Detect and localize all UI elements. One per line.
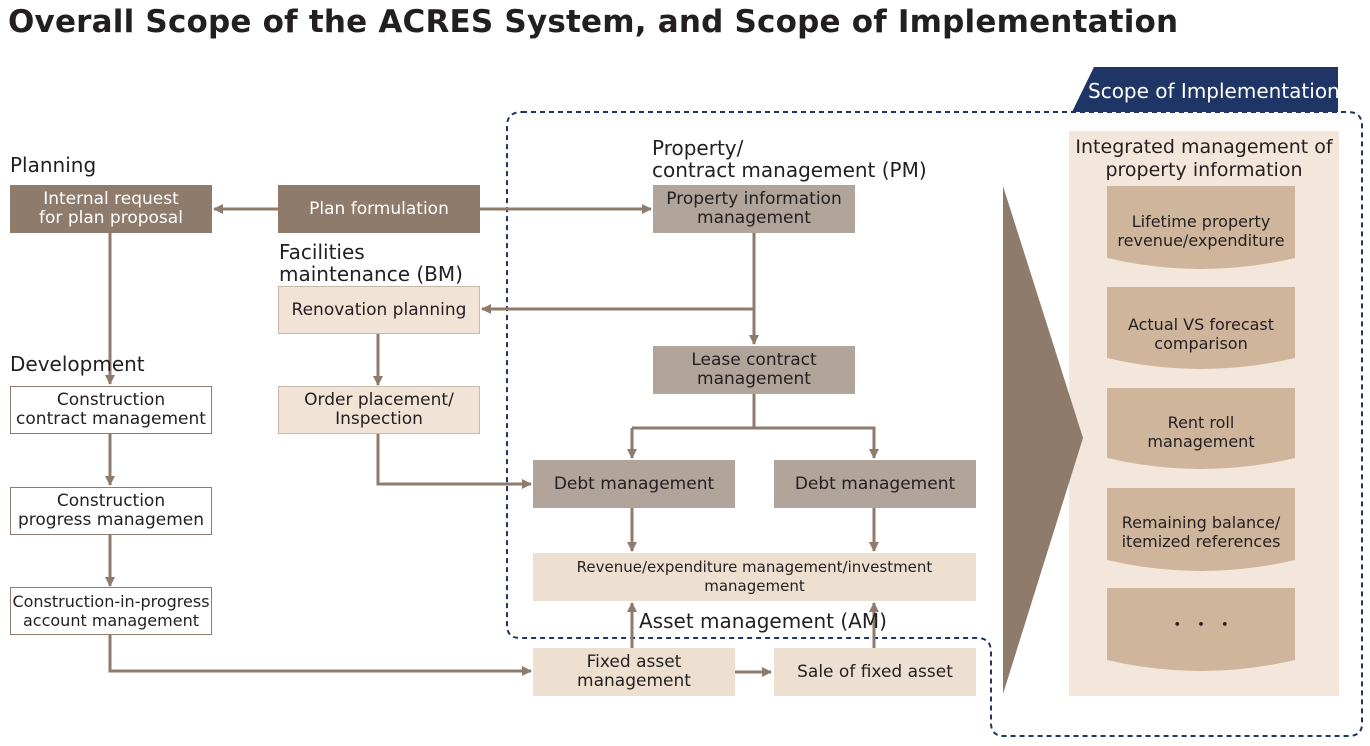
cylinder-1 bbox=[1107, 186, 1295, 269]
big-arrow-shape bbox=[1003, 186, 1083, 694]
arrow-lease-to-debt-right bbox=[754, 426, 879, 459]
box-fixed-asset: Fixed asset management bbox=[533, 648, 735, 696]
arrow-cip-to-fixed bbox=[108, 635, 532, 676]
box-debt-management-right: Debt management bbox=[774, 460, 976, 508]
cylinder-group bbox=[1107, 186, 1295, 671]
arrow-lease-split bbox=[632, 394, 756, 430]
section-am: Asset management (AM) bbox=[639, 609, 887, 633]
box-cip-account: Construction-in-progress account managem… bbox=[10, 587, 212, 635]
section-pm: Property/ contract management (PM) bbox=[652, 136, 927, 182]
cylinder-2 bbox=[1107, 287, 1295, 369]
cylinder-label-5: ・ ・ ・ bbox=[1168, 615, 1234, 636]
box-property-info: Property information management bbox=[653, 185, 855, 233]
box-order-placement: Order placement/ Inspection bbox=[278, 386, 480, 434]
cylinder-4 bbox=[1107, 488, 1295, 571]
box-debt-management-left: Debt management bbox=[533, 460, 735, 508]
section-development: Development bbox=[10, 352, 145, 376]
connector-group bbox=[105, 204, 879, 677]
scope-tab-shape bbox=[1072, 67, 1338, 112]
box-lease-contract: Lease contract management bbox=[653, 346, 855, 394]
box-revenue-management: Revenue/expenditure management/investmen… bbox=[533, 553, 976, 601]
section-planning: Planning bbox=[10, 153, 97, 177]
cylinder-5 bbox=[1107, 588, 1295, 671]
section-bm: Facilities maintenance (BM) bbox=[279, 240, 463, 286]
integrated-title: Integrated management of property inform… bbox=[1075, 136, 1333, 181]
cylinder-label-1: Lifetime property revenue/expenditure bbox=[1117, 212, 1285, 250]
cylinder-label-4: Remaining balance/ itemized references bbox=[1121, 513, 1281, 551]
page-title: Overall Scope of the ACRES System, and S… bbox=[8, 4, 1179, 40]
box-internal-request: Internal request for plan proposal bbox=[10, 185, 212, 233]
box-construction-contract: Construction contract management bbox=[10, 386, 212, 434]
box-sale-fixed-asset: Sale of fixed asset bbox=[774, 648, 976, 696]
box-construction-progress: Construction progress managemen bbox=[10, 487, 212, 535]
scope-boundary bbox=[506, 111, 1363, 737]
cylinder-label-3: Rent roll management bbox=[1147, 413, 1255, 451]
box-plan-formulation: Plan formulation bbox=[278, 185, 480, 233]
cylinder-3 bbox=[1107, 388, 1295, 469]
box-renovation-planning: Renovation planning bbox=[278, 286, 480, 334]
cylinder-label-2: Actual VS forecast comparison bbox=[1127, 315, 1275, 353]
scope-tab-label: Scope of Implementation bbox=[1088, 79, 1340, 103]
arrow-order-to-debt bbox=[376, 433, 532, 489]
